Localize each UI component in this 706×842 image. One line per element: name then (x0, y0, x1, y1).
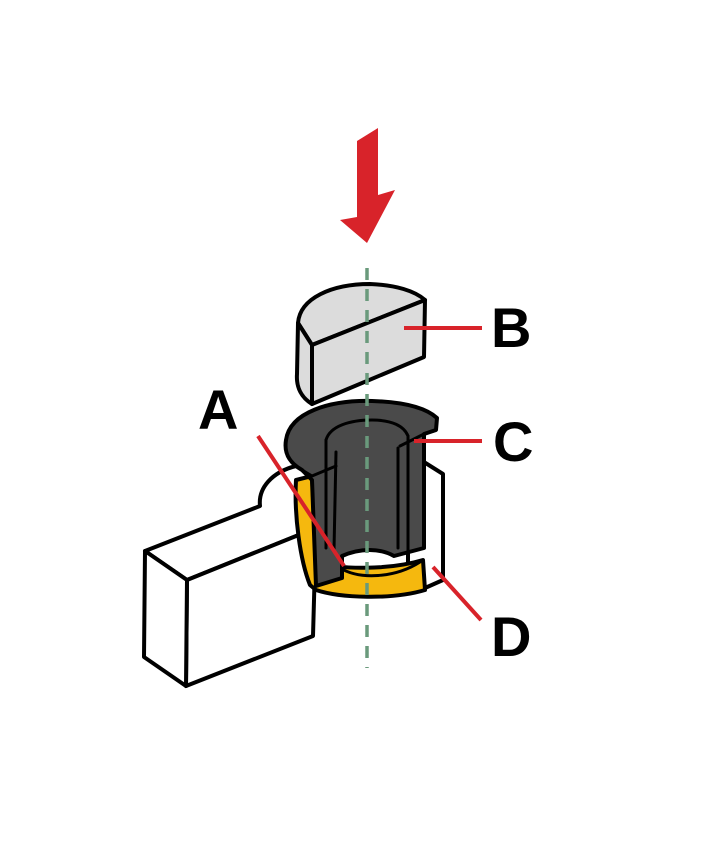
bushing-c (283, 398, 439, 588)
down-arrow-icon (340, 128, 395, 243)
leader-a (256, 434, 346, 568)
label-a: A (198, 378, 238, 441)
label-c: C (493, 410, 533, 473)
punch-b (294, 282, 427, 406)
label-d: D (491, 605, 531, 668)
base-block (142, 450, 445, 688)
leader-d (431, 565, 483, 622)
label-b: B (491, 296, 531, 359)
